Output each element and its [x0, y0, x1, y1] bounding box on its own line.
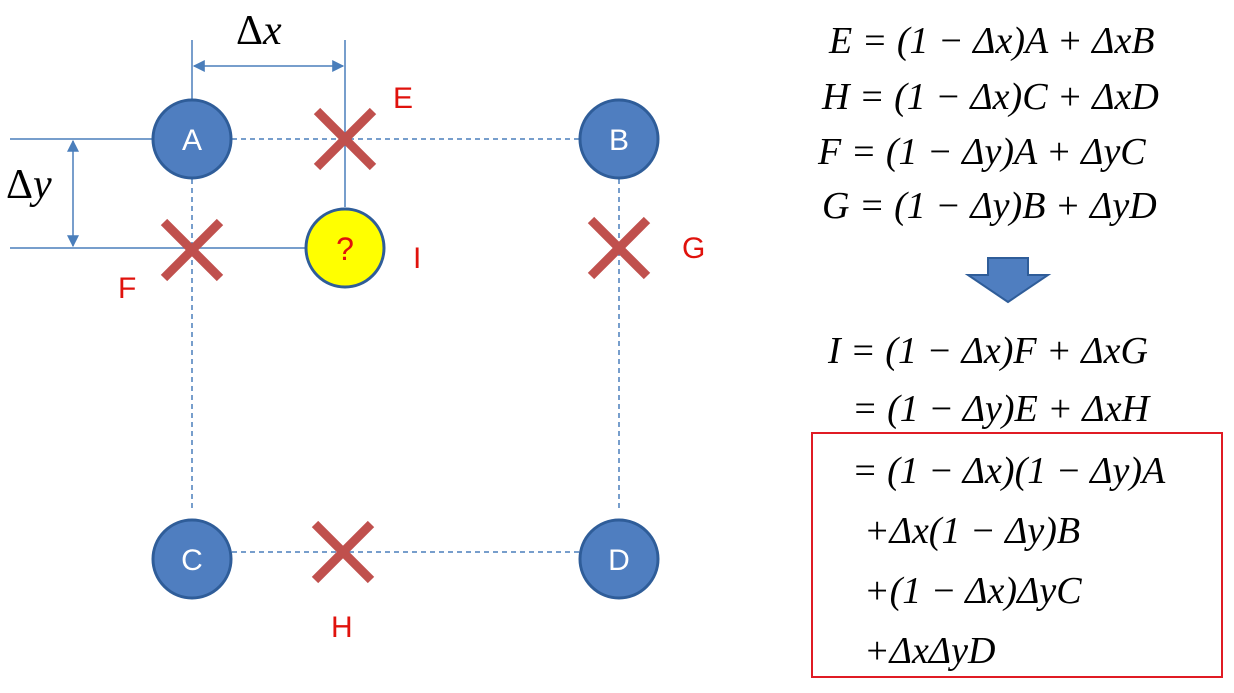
- result-line-2: = (1 − Δy)E + ΔxH: [852, 388, 1150, 430]
- label-g: G: [682, 232, 705, 265]
- dx-label: Δx: [236, 8, 282, 54]
- node-d: D: [578, 518, 660, 600]
- result-line-5: +(1 − Δx)ΔyC: [864, 570, 1082, 612]
- equation-h: H = (1 − Δx)C + ΔxD: [822, 76, 1159, 118]
- cross-h-icon: [311, 520, 375, 584]
- equation-g: G = (1 − Δy)B + ΔyD: [822, 185, 1157, 227]
- query-point: ?: [304, 207, 386, 289]
- equation-e: E = (1 − Δx)A + ΔxB: [829, 20, 1155, 62]
- label-i: I: [413, 242, 421, 275]
- node-b: B: [578, 98, 660, 180]
- node-a: A: [151, 98, 233, 180]
- svg-text:C: C: [181, 544, 203, 577]
- down-arrow-icon: [964, 257, 1052, 304]
- node-c: C: [151, 518, 233, 600]
- label-h: H: [331, 611, 353, 644]
- result-highlight-box: [811, 432, 1223, 678]
- equation-f: F = (1 − Δy)A + ΔyC: [818, 131, 1146, 173]
- label-f: F: [118, 272, 136, 305]
- svg-text:B: B: [609, 124, 629, 157]
- result-line-1: I = (1 − Δx)F + ΔxG: [828, 330, 1148, 372]
- result-line-4: +Δx(1 − Δy)B: [864, 510, 1081, 552]
- cross-f-icon: [160, 218, 224, 282]
- cross-g-icon: [587, 216, 651, 280]
- svg-text:A: A: [182, 124, 202, 157]
- dy-label: Δy: [6, 162, 52, 208]
- svg-text:?: ?: [336, 231, 354, 267]
- cross-e-icon: [313, 107, 377, 171]
- svg-text:D: D: [608, 544, 630, 577]
- result-line-6: +ΔxΔyD: [864, 630, 996, 672]
- label-e: E: [393, 82, 413, 115]
- result-line-3: = (1 − Δx)(1 − Δy)A: [852, 450, 1166, 492]
